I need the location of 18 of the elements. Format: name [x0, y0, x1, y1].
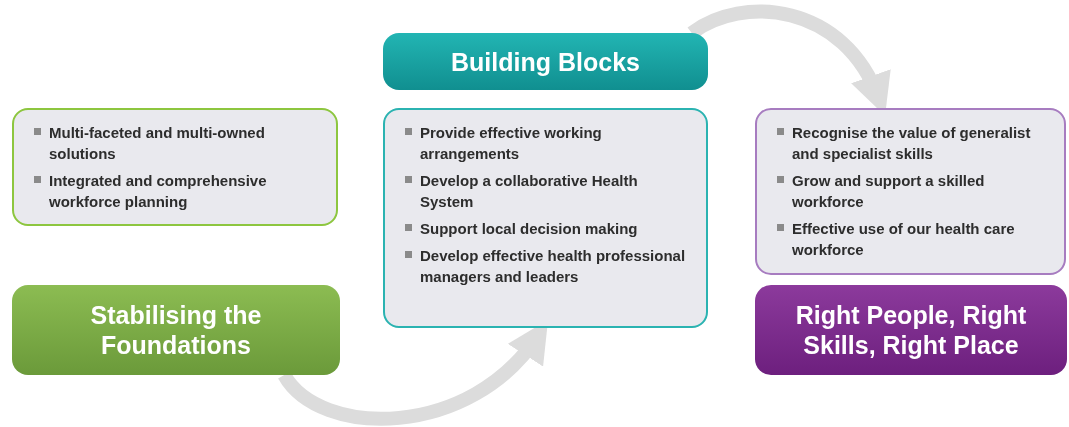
- heading-text: Building Blocks: [451, 46, 640, 77]
- bullet-text: Effective use of our health care workforce: [792, 219, 1016, 260]
- bullet-text: Provide effective working arrangements: [420, 123, 603, 164]
- bullet-text: Multi-faceted and multi-owned solutions: [49, 123, 266, 164]
- heading-box: [12, 285, 340, 375]
- heading-text: Right People, Right Skills, Right Place: [794, 300, 1028, 360]
- bullet-list-box: [755, 108, 1066, 275]
- bullet-text: Grow and support a skilled workforce: [792, 171, 986, 212]
- bullet-text: Develop a collaborative Health System: [420, 171, 639, 212]
- heading-box: [383, 33, 708, 90]
- bullet-text: Recognise the value of generalist and specialist skills: [792, 123, 1032, 164]
- bullet-text: Develop effective health professional managers and leaders: [420, 246, 686, 287]
- heading-text: Stabilising the Foundations: [89, 300, 263, 360]
- heading-box: [755, 285, 1067, 375]
- bullet-list-box: [383, 108, 708, 328]
- bullet-text: Support local decision making: [420, 219, 638, 239]
- bullet-text: Integrated and comprehensive workforce planning: [49, 171, 268, 212]
- bullet-list-box: [12, 108, 338, 226]
